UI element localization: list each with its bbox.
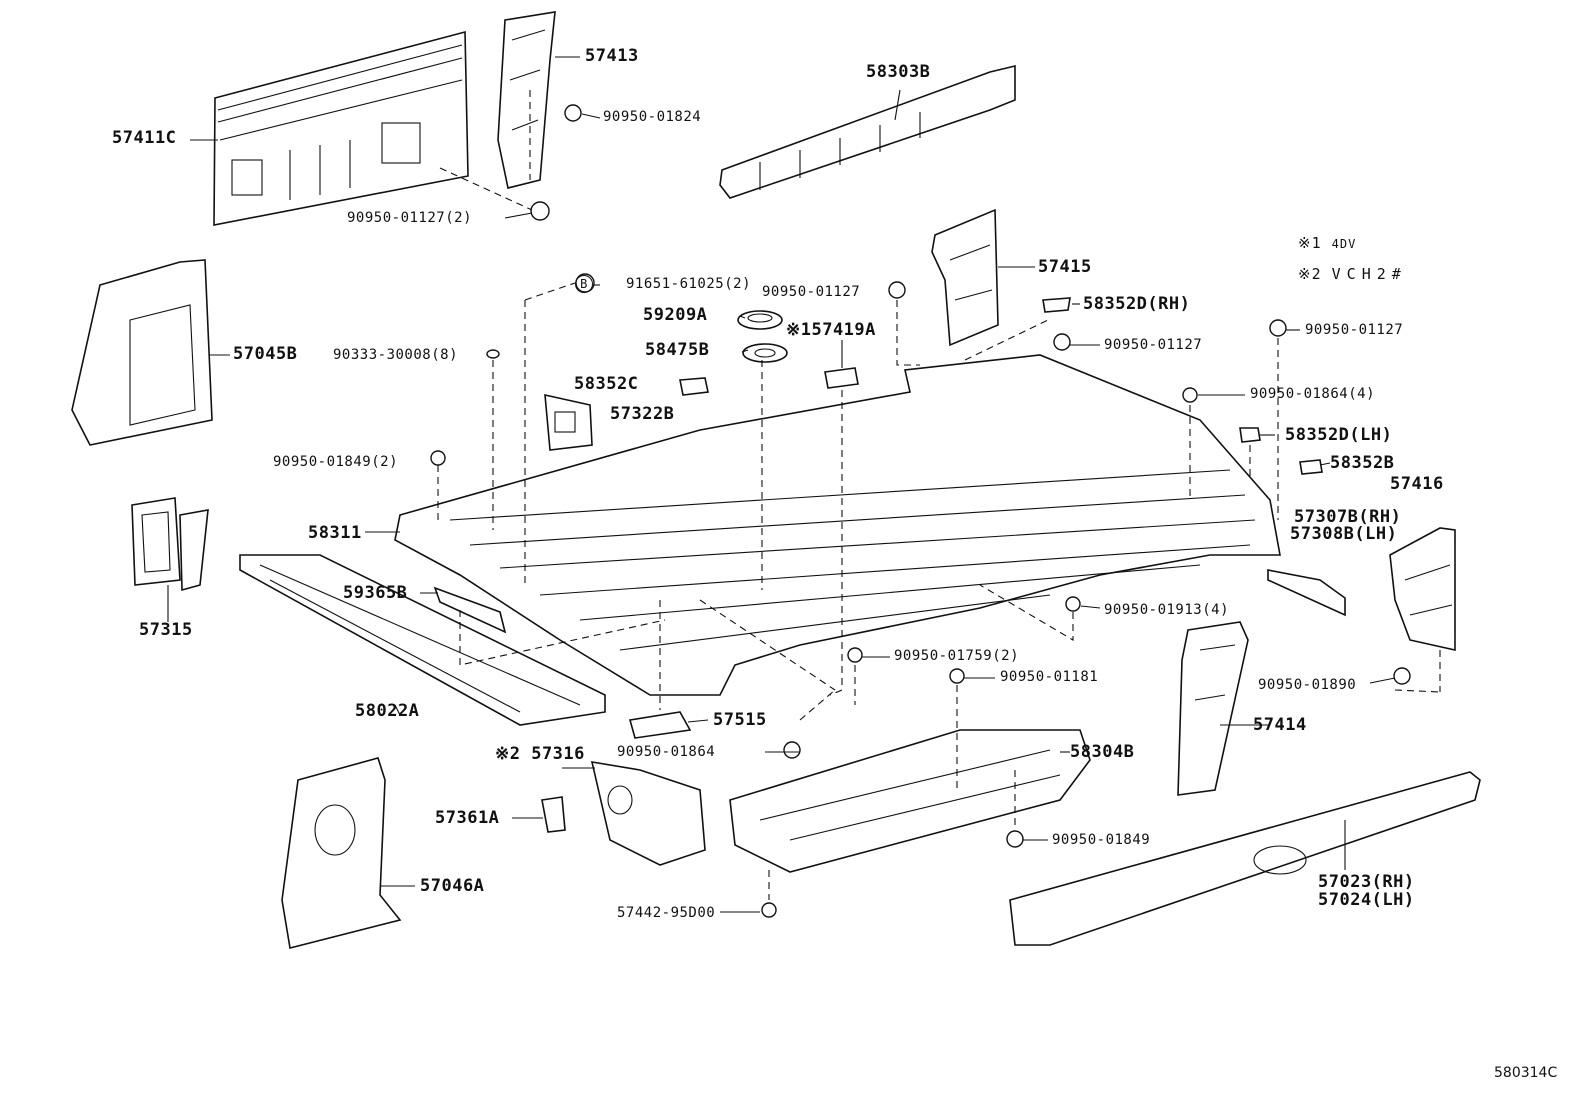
label-57442-95D00: 57442-95D00 — [617, 905, 716, 921]
part-57361A-clip — [541, 796, 566, 833]
label-90950-01824: 90950-01824 — [603, 109, 702, 125]
part-58022A-rail — [239, 554, 606, 726]
part-57415-pillar — [931, 208, 999, 347]
part-58475B-pad — [742, 343, 788, 363]
label-90950-01864-4: 90950-01864(4) — [1250, 386, 1376, 402]
label-90950-01913-4: 90950-01913(4) — [1104, 602, 1230, 618]
part-57414-pillar — [1177, 621, 1249, 796]
label-58352D-LH: 58352D(LH) — [1285, 425, 1393, 445]
label-57416: 57416 — [1390, 474, 1444, 494]
label-57322B: 57322B — [610, 404, 675, 424]
label-57308B-LH: 57308B(LH) — [1290, 524, 1398, 544]
label-57045B: 57045B — [233, 344, 298, 364]
label-57419A: ※157419A — [786, 320, 876, 340]
label-58352D-RH: 58352D(RH) — [1083, 294, 1191, 314]
label-58311: 58311 — [308, 523, 362, 543]
part-58352B-plate — [1299, 459, 1323, 475]
part-58352D-LH — [1239, 427, 1261, 443]
part-58304B-floor-rear — [729, 729, 1091, 873]
label-90950-01127-b: 90950-01127 — [1104, 337, 1203, 353]
label-90950-01849: 90950-01849 — [1052, 832, 1151, 848]
circle-b-marker: B — [575, 275, 593, 293]
legend-1-mark: ※1 — [1298, 234, 1322, 252]
part-57316-bracket — [590, 761, 706, 866]
label-90950-01127-c: 90950-01127 — [1305, 322, 1404, 338]
leader-lines — [167, 56, 1396, 913]
part-57416-pillar — [1389, 527, 1456, 651]
label-57023-RH: 57023(RH) — [1318, 872, 1415, 892]
label-59209A: 59209A — [643, 305, 708, 325]
legend-1: ※1 4DV — [1298, 236, 1356, 251]
part-57023-57024-sill — [1009, 771, 1481, 946]
label-90950-01890: 90950-01890 — [1258, 677, 1357, 693]
label-57413: 57413 — [585, 46, 639, 66]
dashed-guides — [437, 90, 1441, 900]
label-57414: 57414 — [1253, 715, 1307, 735]
label-58022A: 58022A — [355, 701, 420, 721]
part-57413-pillar — [497, 11, 556, 189]
part-58311-floor — [394, 354, 1281, 696]
label-57515: 57515 — [713, 710, 767, 730]
label-58304B: 58304B — [1070, 742, 1135, 762]
label-57316: ※2 57316 — [495, 744, 585, 764]
label-57046A: 57046A — [420, 876, 485, 896]
label-91651-61025-2: 91651-61025(2) — [626, 276, 752, 292]
part-58352D-RH — [1042, 297, 1071, 313]
part-57419A-plate — [824, 367, 859, 389]
label-58475B: 58475B — [645, 340, 710, 360]
part-59209A-grommet — [737, 310, 783, 330]
label-90950-01127-2: 90950-01127(2) — [347, 210, 473, 226]
label-57307B-RH: 57307B(RH) — [1294, 507, 1402, 527]
diagram-reference-code: 580314C — [1494, 1065, 1558, 1081]
label-59365B: 59365B — [343, 583, 408, 603]
label-90950-01181: 90950-01181 — [1000, 669, 1099, 685]
label-90950-01864: 90950-01864 — [617, 744, 716, 760]
part-57045B-quarter — [71, 259, 213, 446]
label-57411C: 57411C — [112, 128, 177, 148]
part-58352C-plate — [679, 377, 709, 396]
label-57024-LH: 57024(LH) — [1318, 890, 1415, 910]
part-57307B-57308B — [1267, 569, 1346, 617]
label-58303B: 58303B — [866, 62, 931, 82]
part-57315-bracket — [131, 497, 209, 592]
label-58352B: 58352B — [1330, 453, 1395, 473]
label-90950-01849-2: 90950-01849(2) — [273, 454, 399, 470]
part-57411C-panel — [213, 30, 469, 226]
part-57046A-quarter — [281, 757, 402, 949]
label-57415: 57415 — [1038, 257, 1092, 277]
part-57515-plate — [628, 711, 692, 739]
part-58303B-crossmember — [719, 64, 1016, 199]
legend-2-mark: ※2 — [1298, 265, 1322, 283]
label-90333-30008-8: 90333-30008(8) — [333, 347, 459, 363]
label-57315: 57315 — [139, 620, 193, 640]
part-59365B-bracket — [433, 586, 507, 634]
label-57361A: 57361A — [435, 808, 500, 828]
legend-2: ※2 VCH2# — [1298, 267, 1407, 282]
label-90950-01127-a: 90950-01127 — [762, 284, 861, 300]
label-58352C: 58352C — [574, 374, 639, 394]
legend-2-text: VCH2# — [1331, 265, 1407, 283]
legend-1-text: 4DV — [1331, 237, 1357, 251]
label-90950-01759-2: 90950-01759(2) — [894, 648, 1020, 664]
part-57322B-bracket — [544, 393, 593, 451]
